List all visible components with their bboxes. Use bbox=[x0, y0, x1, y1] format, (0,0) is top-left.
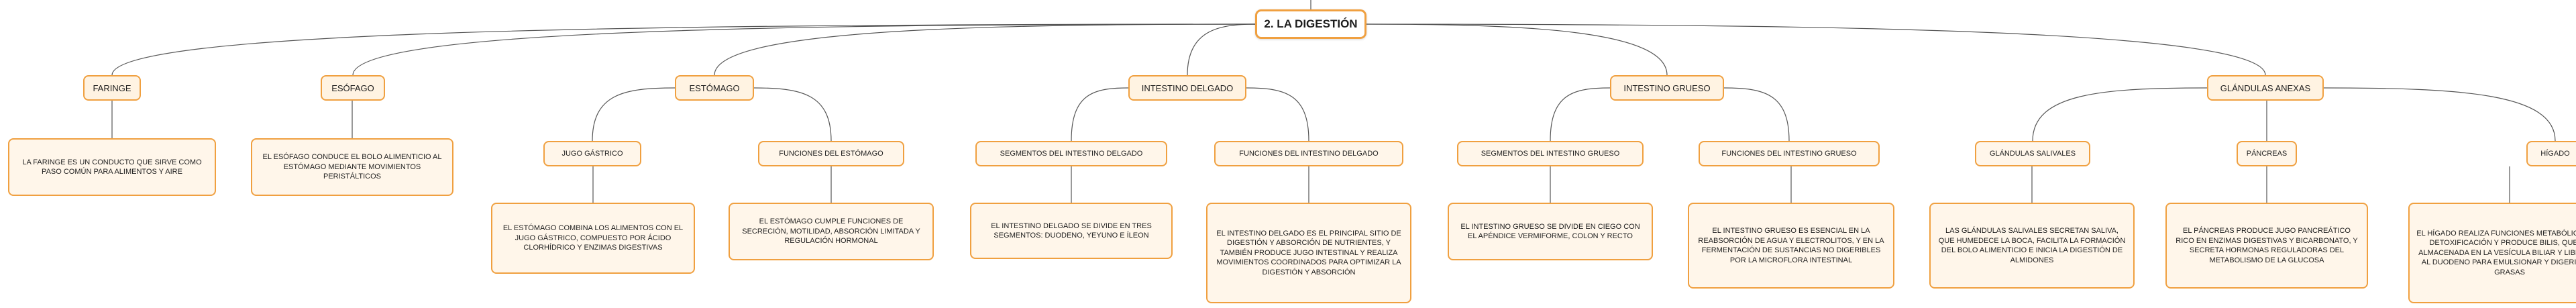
node-jugo-gastrico[interactable]: JUGO GÁSTRICO bbox=[543, 141, 641, 166]
link-title-glandulas bbox=[1366, 23, 2266, 76]
node-glandulas-salivales-desc[interactable]: LAS GLÁNDULAS SALIVALES SECRETAN SALIVA,… bbox=[1929, 203, 2135, 289]
node-funciones-estomago[interactable]: FUNCIONES DEL ESTÓMAGO bbox=[758, 141, 904, 166]
node-glandulas-salivales[interactable]: GLÁNDULAS SALIVALES bbox=[1975, 141, 2090, 166]
link-title-grueso bbox=[1366, 23, 1668, 76]
node-esofago[interactable]: ESÓFAGO bbox=[321, 75, 385, 101]
node-intestino-grueso[interactable]: INTESTINO GRUESO bbox=[1610, 75, 1724, 101]
node-esofago-desc[interactable]: EL ESÓFAGO CONDUCE EL BOLO ALIMENTICIO A… bbox=[251, 138, 453, 196]
node-higado-desc[interactable]: EL HÍGADO REALIZA FUNCIONES METABÓLICAS,… bbox=[2408, 203, 2576, 303]
node-funciones-grueso-desc[interactable]: EL INTESTINO GRUESO ES ESENCIAL EN LA RE… bbox=[1688, 203, 1894, 289]
node-segmentos-grueso-desc[interactable]: EL INTESTINO GRUESO SE DIVIDE EN CIEGO C… bbox=[1448, 203, 1653, 260]
node-glandulas-anexas[interactable]: GLÁNDULAS ANEXAS bbox=[2207, 75, 2324, 101]
node-jugo-gastrico-desc[interactable]: EL ESTÓMAGO COMBINA LOS ALIMENTOS CON EL… bbox=[491, 203, 695, 274]
link-title-faringe bbox=[111, 23, 1256, 76]
link-glandulas-higado bbox=[2323, 87, 2556, 142]
link-title-esofago bbox=[352, 23, 1256, 76]
link-estomago-func_est bbox=[753, 87, 832, 142]
link-grueso-seg_grueso bbox=[1550, 87, 1611, 142]
node-higado[interactable]: HÍGADO bbox=[2526, 141, 2576, 166]
node-funciones-estomago-desc[interactable]: EL ESTÓMAGO CUMPLE FUNCIONES DE SECRECIÓ… bbox=[729, 203, 934, 260]
link-estomago-jugo bbox=[592, 87, 676, 142]
node-funciones-delgado-desc[interactable]: EL INTESTINO DELGADO ES EL PRINCIPAL SIT… bbox=[1206, 203, 1411, 303]
node-intestino-delgado[interactable]: INTESTINO DELGADO bbox=[1128, 75, 1246, 101]
node-estomago[interactable]: ESTÓMAGO bbox=[675, 75, 754, 101]
link-grueso-func_grueso bbox=[1723, 87, 1790, 142]
title-node[interactable]: 2. LA DIGESTIÓN bbox=[1255, 9, 1366, 39]
node-faringe[interactable]: FARINGE bbox=[83, 75, 141, 101]
node-segmentos-delgado-desc[interactable]: EL INTESTINO DELGADO SE DIVIDE EN TRES S… bbox=[970, 203, 1173, 259]
link-glandulas-salivales bbox=[2032, 87, 2208, 142]
node-segmentos-delgado[interactable]: SEGMENTOS DEL INTESTINO DELGADO bbox=[975, 141, 1167, 166]
link-delgado-seg_delgado bbox=[1071, 87, 1129, 142]
node-funciones-grueso[interactable]: FUNCIONES DEL INTESTINO GRUESO bbox=[1699, 141, 1880, 166]
link-delgado-func_delgado bbox=[1246, 87, 1309, 142]
link-title-estomago bbox=[714, 23, 1256, 76]
node-funciones-delgado[interactable]: FUNCIONES DEL INTESTINO DELGADO bbox=[1214, 141, 1403, 166]
node-segmentos-grueso[interactable]: SEGMENTOS DEL INTESTINO GRUESO bbox=[1457, 141, 1644, 166]
link-title-delgado bbox=[1187, 23, 1256, 76]
node-faringe-desc[interactable]: LA FARINGE ES UN CONDUCTO QUE SIRVE COMO… bbox=[8, 138, 216, 196]
node-pancreas[interactable]: PÁNCREAS bbox=[2237, 141, 2297, 166]
node-pancreas-desc[interactable]: EL PÁNCREAS PRODUCE JUGO PANCREÁTICO RIC… bbox=[2165, 203, 2368, 289]
